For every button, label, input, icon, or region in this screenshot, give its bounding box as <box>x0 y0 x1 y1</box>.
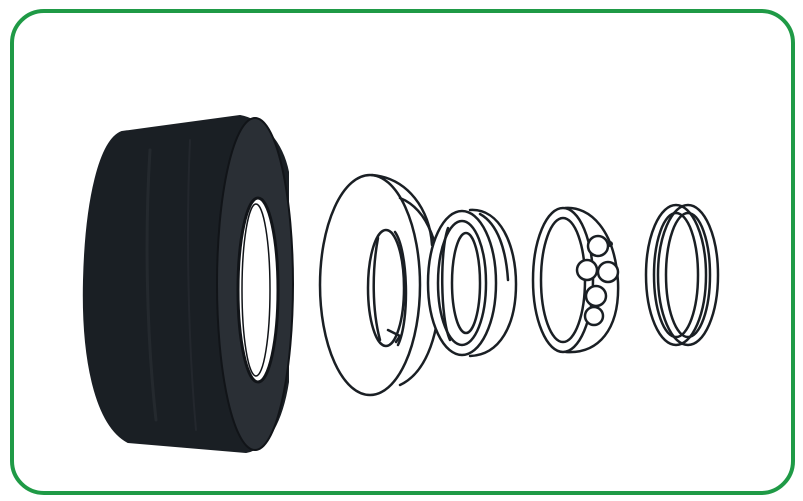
flanged-ring-icon <box>320 175 440 395</box>
hub-icon <box>533 208 618 352</box>
retaining-ring-icon <box>646 205 718 345</box>
bearing-cup-icon <box>428 210 516 356</box>
tire-icon <box>84 116 293 452</box>
